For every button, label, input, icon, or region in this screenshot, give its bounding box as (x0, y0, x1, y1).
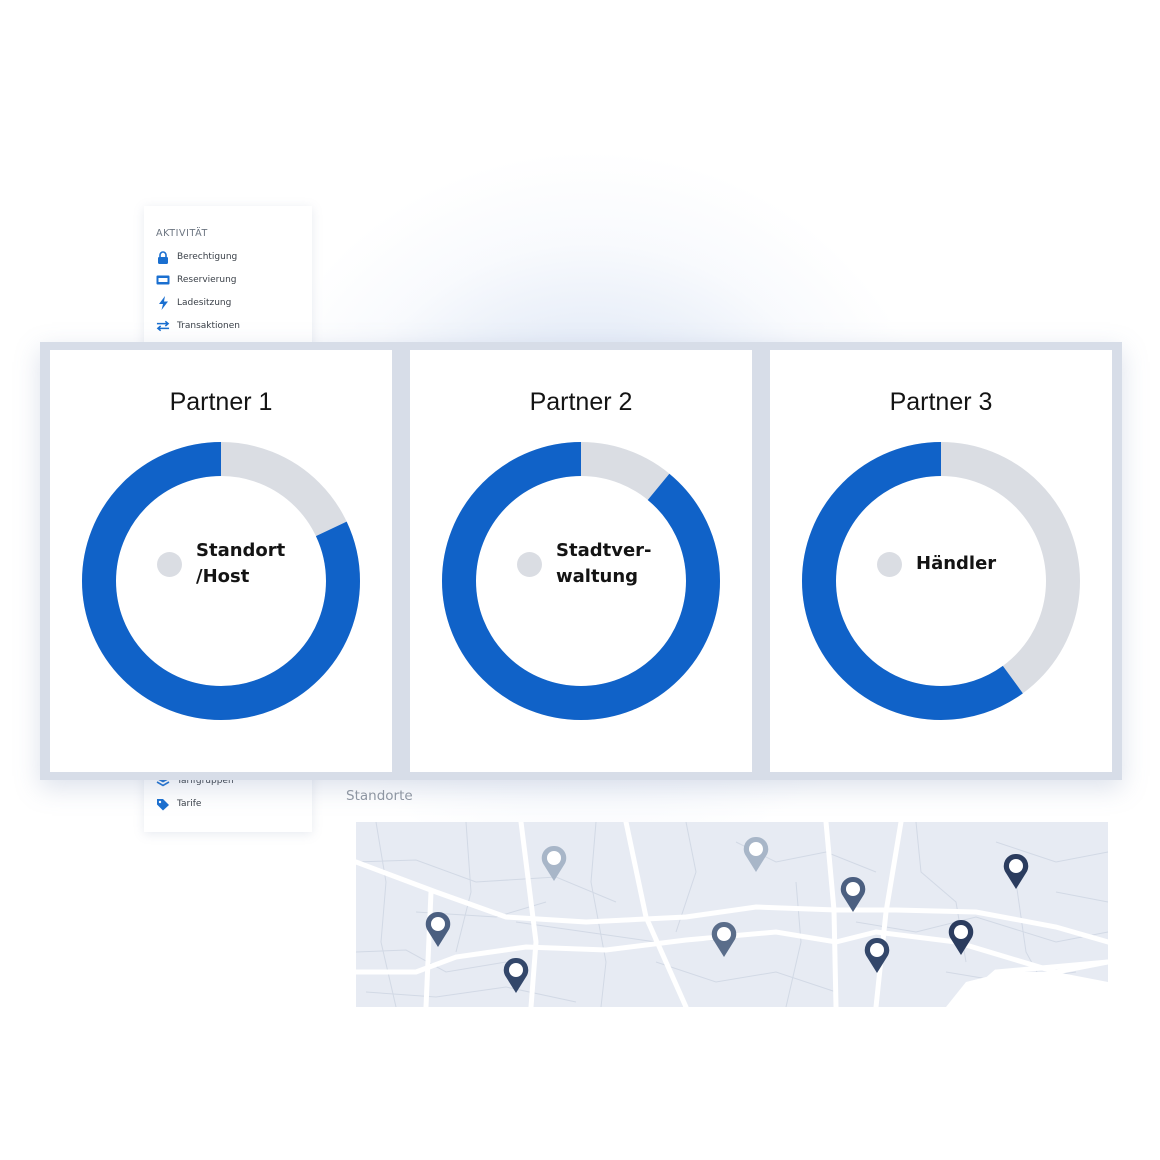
map-pin-dark (711, 921, 737, 957)
map-canvas (356, 822, 1108, 1007)
partner-role-label: Händler (916, 553, 997, 574)
sidebar-item-label: Ladesitzung (177, 298, 232, 308)
map-pin-dark (864, 937, 890, 973)
partner-card-1: Partner 1 Standort /Host (50, 350, 392, 772)
sidebar-item-tarife[interactable]: Tarife (156, 795, 201, 813)
locations-map[interactable] (356, 822, 1108, 1007)
donut-segment (442, 442, 720, 720)
sidebar-item-label: Berechtigung (177, 252, 238, 262)
sidebar-item-label: Transaktionen (177, 321, 240, 331)
donut-segment (802, 442, 1080, 720)
partner-role-label: Stadtver- waltung (556, 540, 652, 587)
map-pin-dark (425, 911, 451, 947)
map-water (946, 972, 1108, 1007)
lightning-icon (156, 296, 170, 310)
ticket-icon (156, 273, 170, 287)
donut-chart (802, 442, 1080, 720)
map-pin-dark (503, 957, 529, 993)
sidebar-item-label: Tarife (177, 799, 202, 809)
sidebar-item-transaktionen[interactable]: Transaktionen (156, 317, 240, 335)
sidebar-heading: AKTIVITÄT (156, 228, 208, 239)
sidebar-item-berechtigung[interactable]: Berechtigung (156, 248, 237, 266)
sidebar-item-ladesitzung[interactable]: Ladesitzung (156, 294, 231, 312)
map-pin-dark (1003, 853, 1029, 889)
sidebar-item-label: Reservierung (177, 275, 237, 285)
map-pin-dark (840, 876, 866, 912)
legend-dot (877, 551, 902, 577)
map-pin-light (743, 836, 769, 872)
donut-center: Standort /Host (157, 533, 337, 595)
legend-dot (517, 551, 542, 577)
sidebar-item-label: Tarifgruppen (177, 776, 234, 786)
map-pins (425, 836, 1029, 993)
lock-icon (156, 250, 170, 264)
donut-chart (82, 442, 360, 720)
partner-card-2: Partner 2 Stadtver- waltung (410, 350, 752, 772)
map-title: Standorte (346, 788, 413, 804)
partner-title: Partner 2 (529, 388, 633, 416)
donut-chart (442, 442, 720, 720)
partner-card-3: Partner 3 Händler (770, 350, 1112, 772)
legend-dot (157, 551, 182, 577)
tag-icon (156, 797, 170, 811)
map-pin-light (541, 845, 567, 881)
partner-title: Partner 3 (889, 388, 993, 416)
donut-center: Händler (877, 533, 1057, 595)
arrows-exchange-icon (156, 319, 170, 333)
map-pin-dark (948, 919, 974, 955)
donut-center: Stadtver- waltung (517, 533, 697, 595)
partner-title: Partner 1 (169, 388, 273, 416)
donut-segment (82, 442, 360, 720)
partner-role-label: Standort /Host (196, 540, 286, 587)
sidebar-item-reservierung[interactable]: Reservierung (156, 271, 237, 289)
